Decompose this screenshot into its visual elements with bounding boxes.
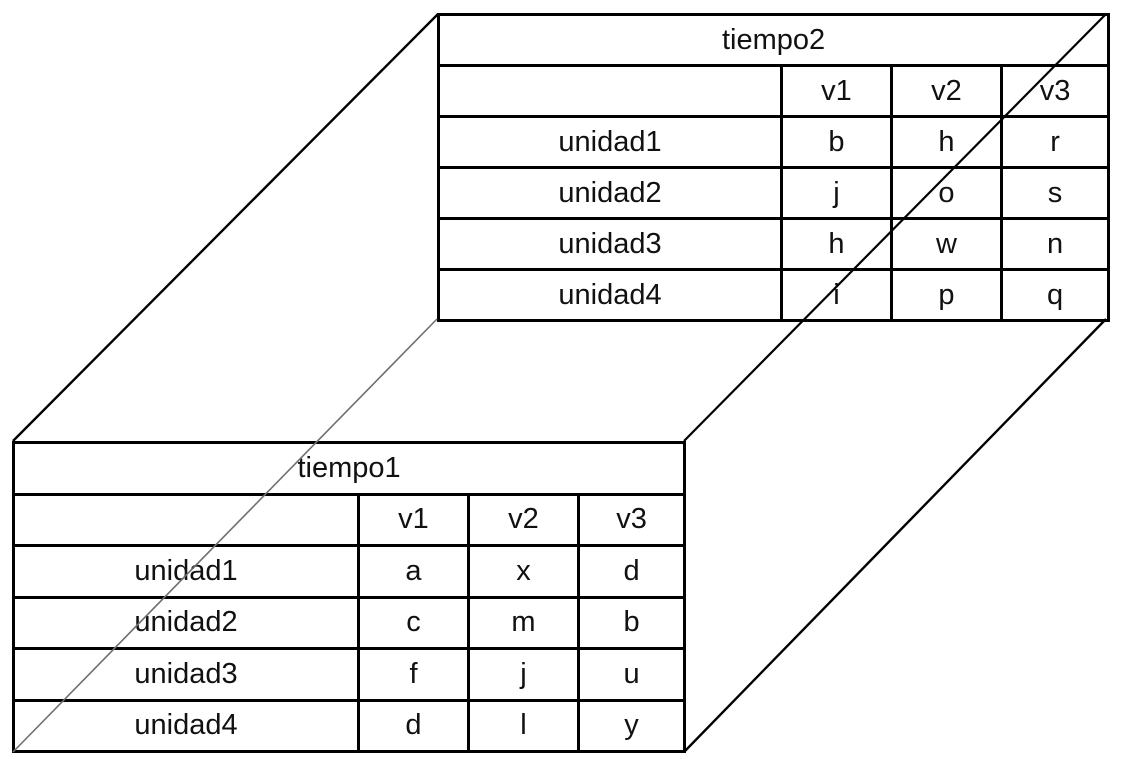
column-header-v3: v3: [999, 64, 1111, 118]
data-cell: p: [890, 268, 1003, 322]
data-cell: m: [467, 595, 580, 650]
data-cell: y: [576, 698, 687, 753]
table-row: v1 v2 v3: [437, 64, 1111, 118]
row-label: unidad3: [12, 647, 360, 702]
data-cell: d: [576, 544, 687, 599]
table-row: unidad2 c m b: [12, 595, 687, 650]
data-cell: n: [999, 217, 1111, 271]
column-header-v2: v2: [890, 64, 1003, 118]
depth-edge-top-left: [12, 13, 439, 442]
corner-cell: [437, 64, 783, 118]
column-header-v1: v1: [780, 64, 893, 118]
row-label: unidad3: [437, 217, 783, 271]
data-cell: s: [999, 166, 1111, 220]
table-row: unidad4 d l y: [12, 698, 687, 753]
table-row: unidad2 j o s: [437, 166, 1111, 220]
depth-edge-bottom-right: [683, 318, 1107, 753]
data-cell: l: [467, 698, 580, 753]
data-cell: i: [780, 268, 893, 322]
data-cell: d: [357, 698, 470, 753]
data-cell: q: [999, 268, 1111, 322]
table-row: unidad3 f j u: [12, 647, 687, 702]
table-title: tiempo1: [11, 441, 687, 496]
data-cell: u: [576, 647, 687, 702]
table-row: unidad1 b h r: [437, 115, 1111, 169]
table-row: tiempo1: [11, 441, 687, 496]
table-title: tiempo2: [436, 13, 1111, 67]
table-row: tiempo2: [436, 13, 1111, 67]
table-row: unidad1 a x d: [12, 544, 687, 599]
data-cell: b: [780, 115, 893, 169]
table-row: v1 v2 v3: [12, 492, 687, 547]
data-cell: x: [467, 544, 580, 599]
row-label: unidad4: [12, 698, 360, 753]
data-cell: b: [576, 595, 687, 650]
table-row: unidad4 i p q: [437, 268, 1111, 322]
column-header-v2: v2: [467, 492, 580, 547]
data-cell: j: [780, 166, 893, 220]
corner-cell: [12, 492, 360, 547]
row-label: unidad2: [12, 595, 360, 650]
data-cell: w: [890, 217, 1003, 271]
row-label: unidad2: [437, 166, 783, 220]
data-cell: h: [780, 217, 893, 271]
data-cell: f: [357, 647, 470, 702]
column-header-v3: v3: [576, 492, 687, 547]
data-cell: c: [357, 595, 470, 650]
column-header-v1: v1: [357, 492, 470, 547]
data-cell: o: [890, 166, 1003, 220]
row-label: unidad1: [437, 115, 783, 169]
table-tiempo2: tiempo2 v1 v2 v3 unidad1 b h r unidad2 j…: [436, 13, 1111, 322]
data-cell: r: [999, 115, 1111, 169]
row-label: unidad1: [12, 544, 360, 599]
data-cell: h: [890, 115, 1003, 169]
table-tiempo1: tiempo1 v1 v2 v3 unidad1 a x d unidad2 c…: [11, 441, 687, 753]
data-cell: j: [467, 647, 580, 702]
data-cell: a: [357, 544, 470, 599]
table-row: unidad3 h w n: [437, 217, 1111, 271]
row-label: unidad4: [437, 268, 783, 322]
